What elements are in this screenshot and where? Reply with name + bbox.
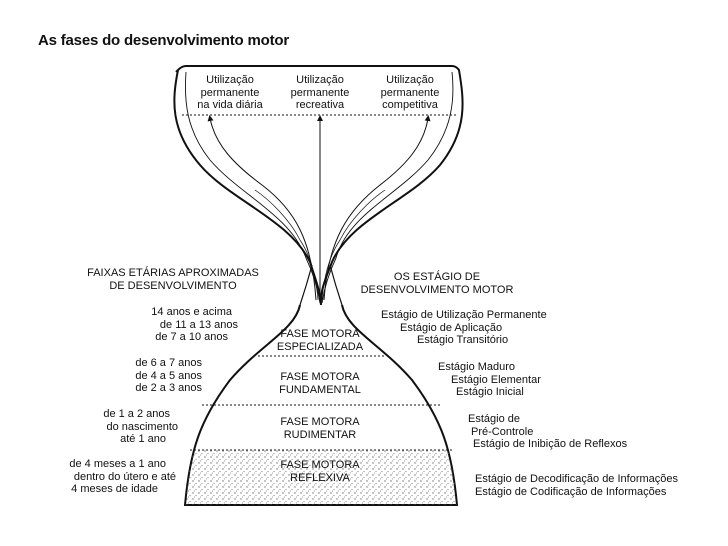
ages-specialized: 14 anos e acima de 11 a 13 anos de 7 a 1…: [151, 306, 238, 343]
phase-rudimentary: FASE MOTORA RUDIMENTAR: [280, 416, 360, 441]
ages-fundamental: de 6 a 7 anos de 4 a 5 anos de 2 a 3 ano…: [135, 357, 202, 394]
age-ranges-heading: FAIXAS ETÁRIAS APROXIMADAS DE DESENVOLVI…: [87, 267, 259, 292]
use-daily-life: Utilização permanente na vida diária: [197, 74, 263, 111]
use-competitive: Utilização permanente competitiva: [380, 74, 440, 111]
stages-fundamental: Estágio Maduro Estágio Elementar Estágio…: [438, 361, 541, 398]
stages-specialized: Estágio de Utilização Permanente Estágio…: [381, 309, 547, 346]
stages-heading: OS ESTÁGIO DE DESENVOLVIMENTO MOTOR: [360, 271, 514, 296]
ages-rudimentary: de 1 a 2 anos do nascimento até 1 ano: [103, 408, 178, 445]
figure-title: As fases do desenvolvimento motor: [38, 32, 289, 49]
use-recreational: Utilização permanente recreativa: [290, 74, 350, 111]
phase-reflexive: FASE MOTORA REFLEXIVA: [280, 459, 360, 484]
arrow-left: [207, 115, 317, 301]
stages-rudimentary: Estágio de Pré-Controle Estágio de Inibi…: [468, 413, 628, 450]
ages-reflexive: de 4 meses a 1 ano dentro do útero e até…: [69, 458, 176, 495]
phase-fundamental: FASE MOTORA FUNDAMENTAL: [279, 371, 361, 396]
phase-specialized: FASE MOTORA ESPECIALIZADA: [276, 328, 364, 353]
stages-reflexive: Estágio de Decodificação de Informações …: [475, 473, 679, 498]
